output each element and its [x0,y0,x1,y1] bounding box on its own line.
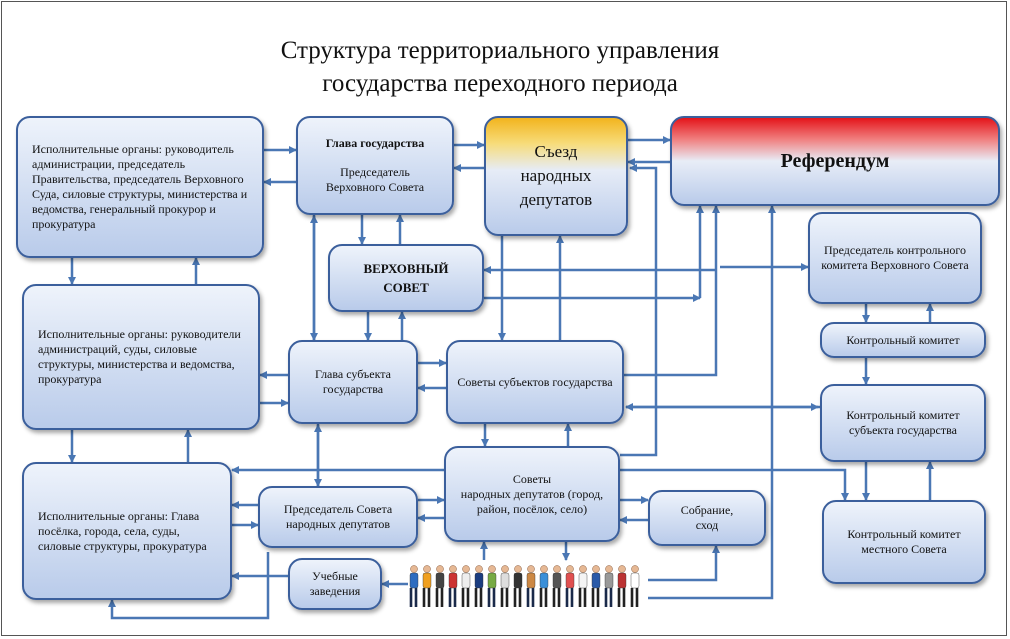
head-of-state-text: Председатель Верховного Совета [325,165,425,194]
diagram-title: Структура территориального управления го… [150,34,850,100]
exec-bodies-regional-box: Исполнительные органы: руководители адми… [22,284,260,430]
chair-council-text: Председатель Совета народных депутатов [283,502,393,531]
deputies-councils-box: Советы народных депутатов (город, район,… [444,446,620,542]
head-of-subject-text: Глава субъекта государства [315,367,391,396]
citizen-figure-icon [552,565,562,607]
assembly-text: Собрание, сход [680,503,734,532]
citizen-figure-icon [422,565,432,607]
citizen-figure-icon [409,565,419,607]
educational-institutions-text: Учебные заведения [309,569,361,598]
exec-bodies-federal-text: Исполнительные органы: руководитель адми… [32,142,248,231]
citizen-figure-icon [565,565,575,607]
exec-bodies-regional-text: Исполнительные органы: руководители адми… [38,327,241,386]
exec-bodies-local-box: Исполнительные органы: Глава посёлка, го… [22,462,232,600]
citizens-illustration [409,565,640,607]
exec-bodies-federal-box: Исполнительные органы: руководитель адми… [16,116,264,258]
exec-bodies-local-text: Исполнительные органы: Глава посёлка, го… [38,508,207,553]
chair-control-committee-box: Председатель контрольного комитета Верхо… [808,212,982,304]
subject-councils-text: Советы субъектов государства [457,374,613,389]
subject-councils-box: Советы субъектов государства [446,340,624,424]
citizen-figure-icon [578,565,588,607]
citizen-figure-icon [500,565,510,607]
chair-council-box: Председатель Совета народных депутатов [258,486,418,548]
deputies-councils-text: народных депутатов (город, район, посёло… [460,486,604,516]
control-committee-text: Контрольный комитет [846,332,960,347]
referendum-text: Референдум [780,149,890,172]
assembly-box: Собрание, сход [648,490,766,546]
citizen-figure-icon [448,565,458,607]
head-of-state-title: Глава государства [325,136,425,150]
control-committee-box: Контрольный комитет [820,322,986,358]
citizen-figure-icon [604,565,614,607]
citizen-figure-icon [435,565,445,607]
subject-control-committee-box: Контрольный комитет субъекта государства [820,384,986,462]
subject-control-committee-text: Контрольный комитет субъекта государства [846,408,960,437]
citizen-figure-icon [487,565,497,607]
citizen-figure-icon [617,565,627,607]
educational-institutions-box: Учебные заведения [288,558,382,610]
deputies-councils-title: Советы [512,471,552,486]
local-control-committee-box: Контрольный комитет местного Совета [822,500,986,584]
citizen-figure-icon [461,565,471,607]
supreme-council-box: ВЕРХОВНЫЙ СОВЕТ [328,244,484,312]
title-line-2: государства переходного периода [322,70,678,97]
title-line-1: Структура территориального управления [280,37,720,64]
citizen-figure-icon [630,565,640,607]
head-of-state-box: Глава государства Председатель Верховног… [296,116,454,215]
local-control-committee-text: Контрольный комитет местного Совета [847,527,961,556]
citizen-figure-icon [539,565,549,607]
congress-box: Съезд народных депутатов [484,116,628,236]
citizen-figure-icon [513,565,523,607]
supreme-council-text: ВЕРХОВНЫЙ СОВЕТ [363,261,449,295]
citizen-figure-icon [526,565,536,607]
citizen-figure-icon [474,565,484,607]
congress-text: Съезд народных депутатов [519,142,593,209]
referendum-box: Референдум [670,116,1000,206]
head-of-subject-box: Глава субъекта государства [288,340,418,424]
chair-control-committee-text: Председатель контрольного комитета Верхо… [821,243,969,272]
citizen-figure-icon [591,565,601,607]
